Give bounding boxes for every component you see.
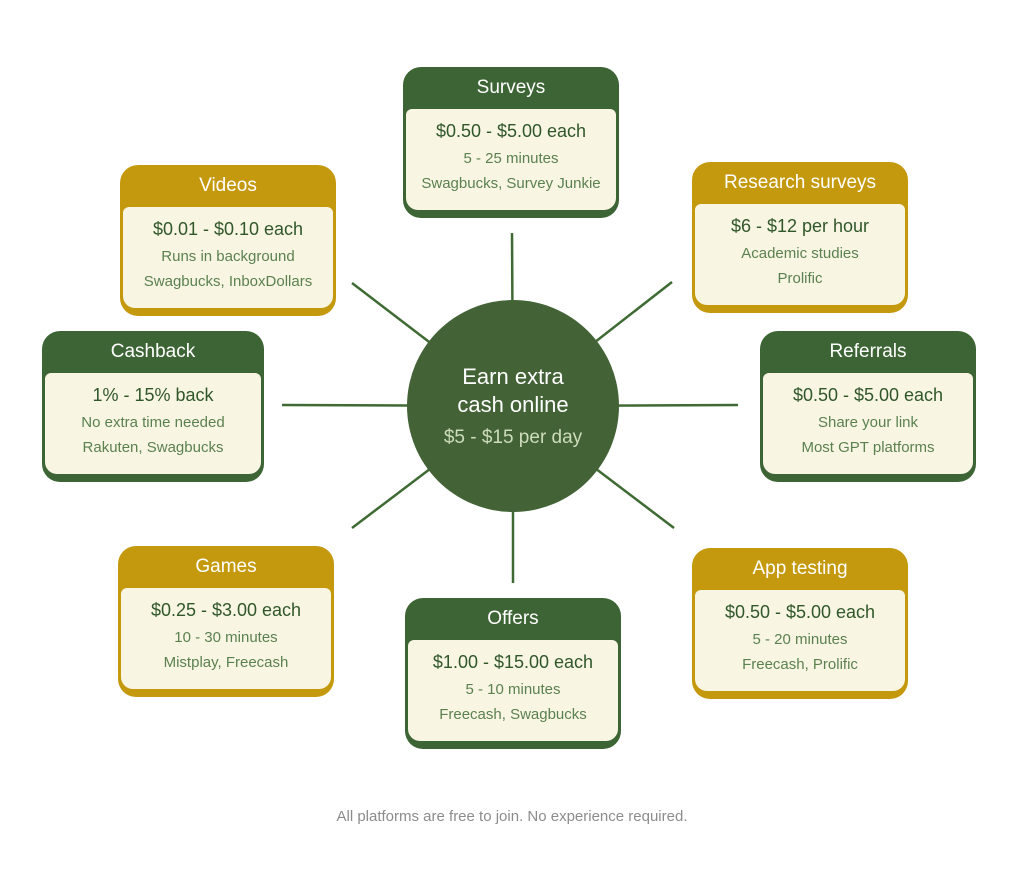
card-title: Research surveys (723, 172, 877, 193)
hub-title-line2: cash online (457, 392, 569, 417)
card-title: App testing (752, 558, 848, 579)
card-body: $0.01 - $0.10 each Runs in background Sw… (123, 207, 333, 308)
card-title: Videos (199, 175, 257, 196)
card-note: 10 - 30 minutes (174, 629, 278, 646)
card-rate: $1.00 - $15.00 each (432, 652, 594, 672)
card-note: 5 - 20 minutes (752, 631, 848, 648)
card-body: $6 - $12 per hour Academic studies Proli… (695, 204, 905, 305)
card-note: 5 - 10 minutes (465, 681, 561, 698)
card-platforms: Most GPT platforms (801, 439, 935, 456)
card-title: Games (195, 556, 257, 577)
card-note: No extra time needed (81, 414, 225, 431)
card-platforms: Swagbucks, Survey Junkie (421, 175, 601, 192)
card-body: $0.25 - $3.00 each 10 - 30 minutes Mistp… (121, 588, 331, 689)
card-title: Offers (487, 608, 539, 629)
card-note: Share your link (817, 414, 919, 431)
card-surveys: Surveys $0.50 - $5.00 each 5 - 25 minute… (403, 67, 619, 218)
card-title: Referrals (829, 341, 907, 362)
card-cashback: Cashback 1% - 15% back No extra time nee… (42, 331, 264, 482)
card-body: $0.50 - $5.00 each Share your link Most … (763, 373, 973, 474)
card-games: Games $0.25 - $3.00 each 10 - 30 minutes… (118, 546, 334, 697)
center-hub: Earn extra cash online $5 - $15 per day (407, 300, 619, 512)
card-platforms: Freecash, Swagbucks (439, 706, 587, 723)
footer-caption: All platforms are free to join. No exper… (336, 808, 688, 825)
card-platforms: Rakuten, Swagbucks (82, 439, 224, 456)
card-body: $1.00 - $15.00 each 5 - 10 minutes Freec… (408, 640, 618, 741)
card-note: 5 - 25 minutes (463, 150, 559, 167)
card-body: 1% - 15% back No extra time needed Rakut… (45, 373, 261, 474)
card-rate: $0.50 - $5.00 each (792, 385, 944, 405)
card-title: Cashback (110, 341, 196, 362)
card-platforms: Prolific (777, 270, 823, 287)
card-rate: $0.50 - $5.00 each (724, 602, 876, 622)
card-research-surveys: Research surveys $6 - $12 per hour Acade… (692, 162, 908, 313)
card-note: Academic studies (741, 245, 859, 262)
card-note: Runs in background (161, 248, 295, 265)
card-rate: 1% - 15% back (92, 385, 214, 405)
card-title: Surveys (476, 77, 546, 98)
card-app-testing: App testing $0.50 - $5.00 each 5 - 20 mi… (692, 548, 908, 699)
card-rate: $6 - $12 per hour (730, 216, 870, 236)
card-rate: $0.50 - $5.00 each (435, 121, 587, 141)
card-platforms: Freecash, Prolific (742, 656, 858, 673)
hub-subtitle: $5 - $15 per day (443, 427, 583, 448)
hub-title-line1: Earn extra (462, 364, 564, 389)
card-referrals: Referrals $0.50 - $5.00 each Share your … (760, 331, 976, 482)
card-platforms: Swagbucks, InboxDollars (143, 273, 313, 290)
card-body: $0.50 - $5.00 each 5 - 20 minutes Freeca… (695, 590, 905, 691)
card-offers: Offers $1.00 - $15.00 each 5 - 10 minute… (405, 598, 621, 749)
card-rate: $0.25 - $3.00 each (150, 600, 302, 620)
card-platforms: Mistplay, Freecash (163, 654, 289, 671)
card-videos: Videos $0.01 - $0.10 each Runs in backgr… (120, 165, 336, 316)
card-rate: $0.01 - $0.10 each (152, 219, 304, 239)
hub-title: Earn extra cash online (457, 363, 568, 419)
card-body: $0.50 - $5.00 each 5 - 25 minutes Swagbu… (406, 109, 616, 210)
